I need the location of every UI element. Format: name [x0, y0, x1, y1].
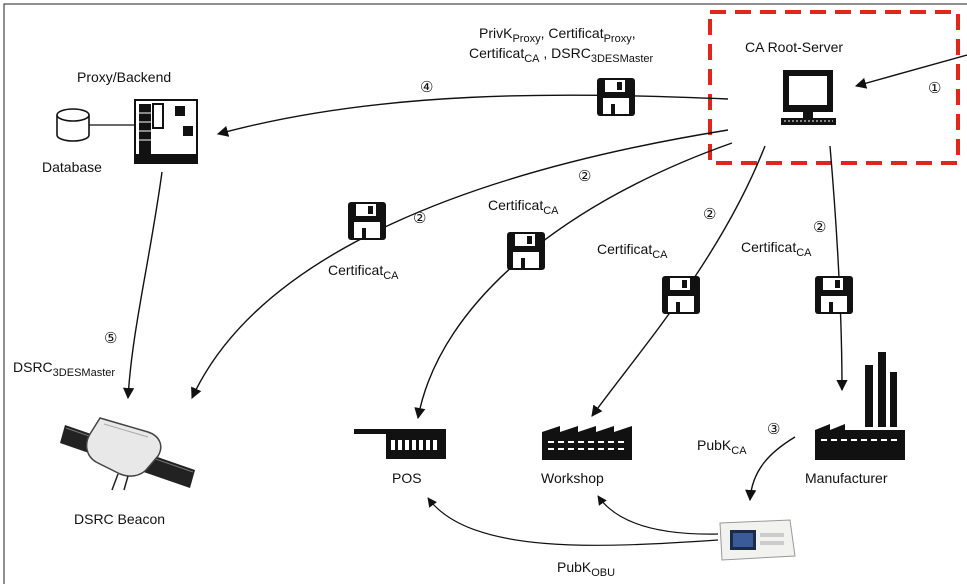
factory-manufacturer-icon [815, 352, 905, 460]
arrow-step5 [123, 171, 163, 400]
cert-workshop-main: Certificat [597, 241, 652, 257]
proxy-keys-label: PrivKProxy, CertificatProxy, CertificatC… [469, 25, 654, 65]
pubk-ca-sub: CA [731, 445, 747, 457]
computer-icon [781, 70, 836, 125]
dsrc-beacon-device-icon [60, 417, 195, 491]
pubk-ca-main: PubK [697, 437, 732, 453]
dsrc-master-main: DSRC [13, 359, 53, 375]
label-certificat-ca: Certificat [469, 45, 524, 61]
database-cylinder-icon [56, 108, 135, 142]
pubk-obu-label: PubKOBU [557, 559, 615, 579]
arrow-step1 [854, 54, 967, 89]
ca-root-server-label: CA Root-Server [745, 39, 843, 55]
arrow-step3 [745, 436, 796, 502]
label-comma: , [632, 25, 636, 41]
cert-manufacturer-main: Certificat [741, 239, 796, 255]
obu-device-icon [719, 519, 796, 561]
floppy-disk-icon [597, 78, 635, 116]
server-rack-icon [134, 99, 198, 164]
arrow-obu-workshop [597, 495, 719, 535]
cert-manufacturer-label: CertificatCA [741, 239, 812, 259]
outer-frame [3, 3, 967, 584]
dsrc-beacon-label: DSRC Beacon [74, 511, 165, 527]
label-dsrc-sub: 3DESMaster [591, 53, 654, 65]
cert-beacon-label: CertificatCA [328, 262, 399, 282]
dsrc-master-label: DSRC3DESMaster [13, 359, 115, 379]
step-5-marker: ⑤ [104, 330, 117, 347]
cert-beacon-sub: CA [383, 270, 399, 282]
pubk-ca-label: PubKCA [697, 437, 747, 457]
label-certificat-proxy: , Certificat [541, 25, 604, 41]
floppy-disk-icon [507, 232, 545, 270]
arrow-obu-pos [427, 497, 719, 546]
cert-pos-main: Certificat [488, 197, 543, 213]
step-2-pos-marker: ② [578, 168, 591, 185]
label-privk: PrivK [479, 25, 513, 41]
cert-workshop-sub: CA [652, 249, 668, 261]
svg-text:CertificatCA , DSRC3DESMaster: CertificatCA , DSRC3DESMaster [469, 45, 654, 65]
step-2-manufacturer-marker: ② [813, 219, 826, 236]
pos-label: POS [392, 470, 422, 486]
svg-text:PrivKProxy, CertificatProxy,: PrivKProxy, CertificatProxy, [479, 25, 636, 45]
step-2-beacon-marker: ② [413, 210, 426, 227]
ca-root-server-highlight [708, 10, 960, 165]
arrow-step2-beacon [191, 129, 729, 400]
label-dsrc: , DSRC [540, 45, 591, 61]
manufacturer-label: Manufacturer [805, 470, 888, 486]
workshop-label: Workshop [541, 470, 604, 486]
label-certificat-proxy-sub: Proxy [604, 33, 633, 45]
cert-pos-label: CertificatCA [488, 197, 559, 217]
step-2-workshop-marker: ② [703, 206, 716, 223]
arrow-step2-manufacturer [829, 145, 848, 392]
factory-workshop-icon [542, 426, 632, 460]
cert-beacon-main: Certificat [328, 262, 383, 278]
database-label: Database [42, 159, 102, 175]
step-1-marker: ① [928, 80, 941, 97]
step-3-marker: ③ [767, 421, 780, 438]
arrow-step4 [216, 94, 729, 137]
floppy-disk-icon [348, 202, 386, 240]
dsrc-master-sub: 3DESMaster [53, 367, 116, 379]
label-privk-sub: Proxy [512, 33, 541, 45]
floppy-disk-icon [815, 276, 853, 314]
pubk-obu-sub: OBU [591, 567, 615, 579]
cert-pos-sub: CA [543, 205, 559, 217]
floppy-disk-icon [662, 276, 700, 314]
cert-manufacturer-sub: CA [796, 247, 812, 259]
cert-workshop-label: CertificatCA [597, 241, 668, 261]
pos-terminal-icon [354, 429, 446, 459]
label-certificat-ca-sub: CA [524, 53, 540, 65]
proxy-backend-label: Proxy/Backend [77, 69, 171, 85]
step-4-marker: ④ [420, 79, 433, 96]
pubk-obu-main: PubK [557, 559, 592, 575]
